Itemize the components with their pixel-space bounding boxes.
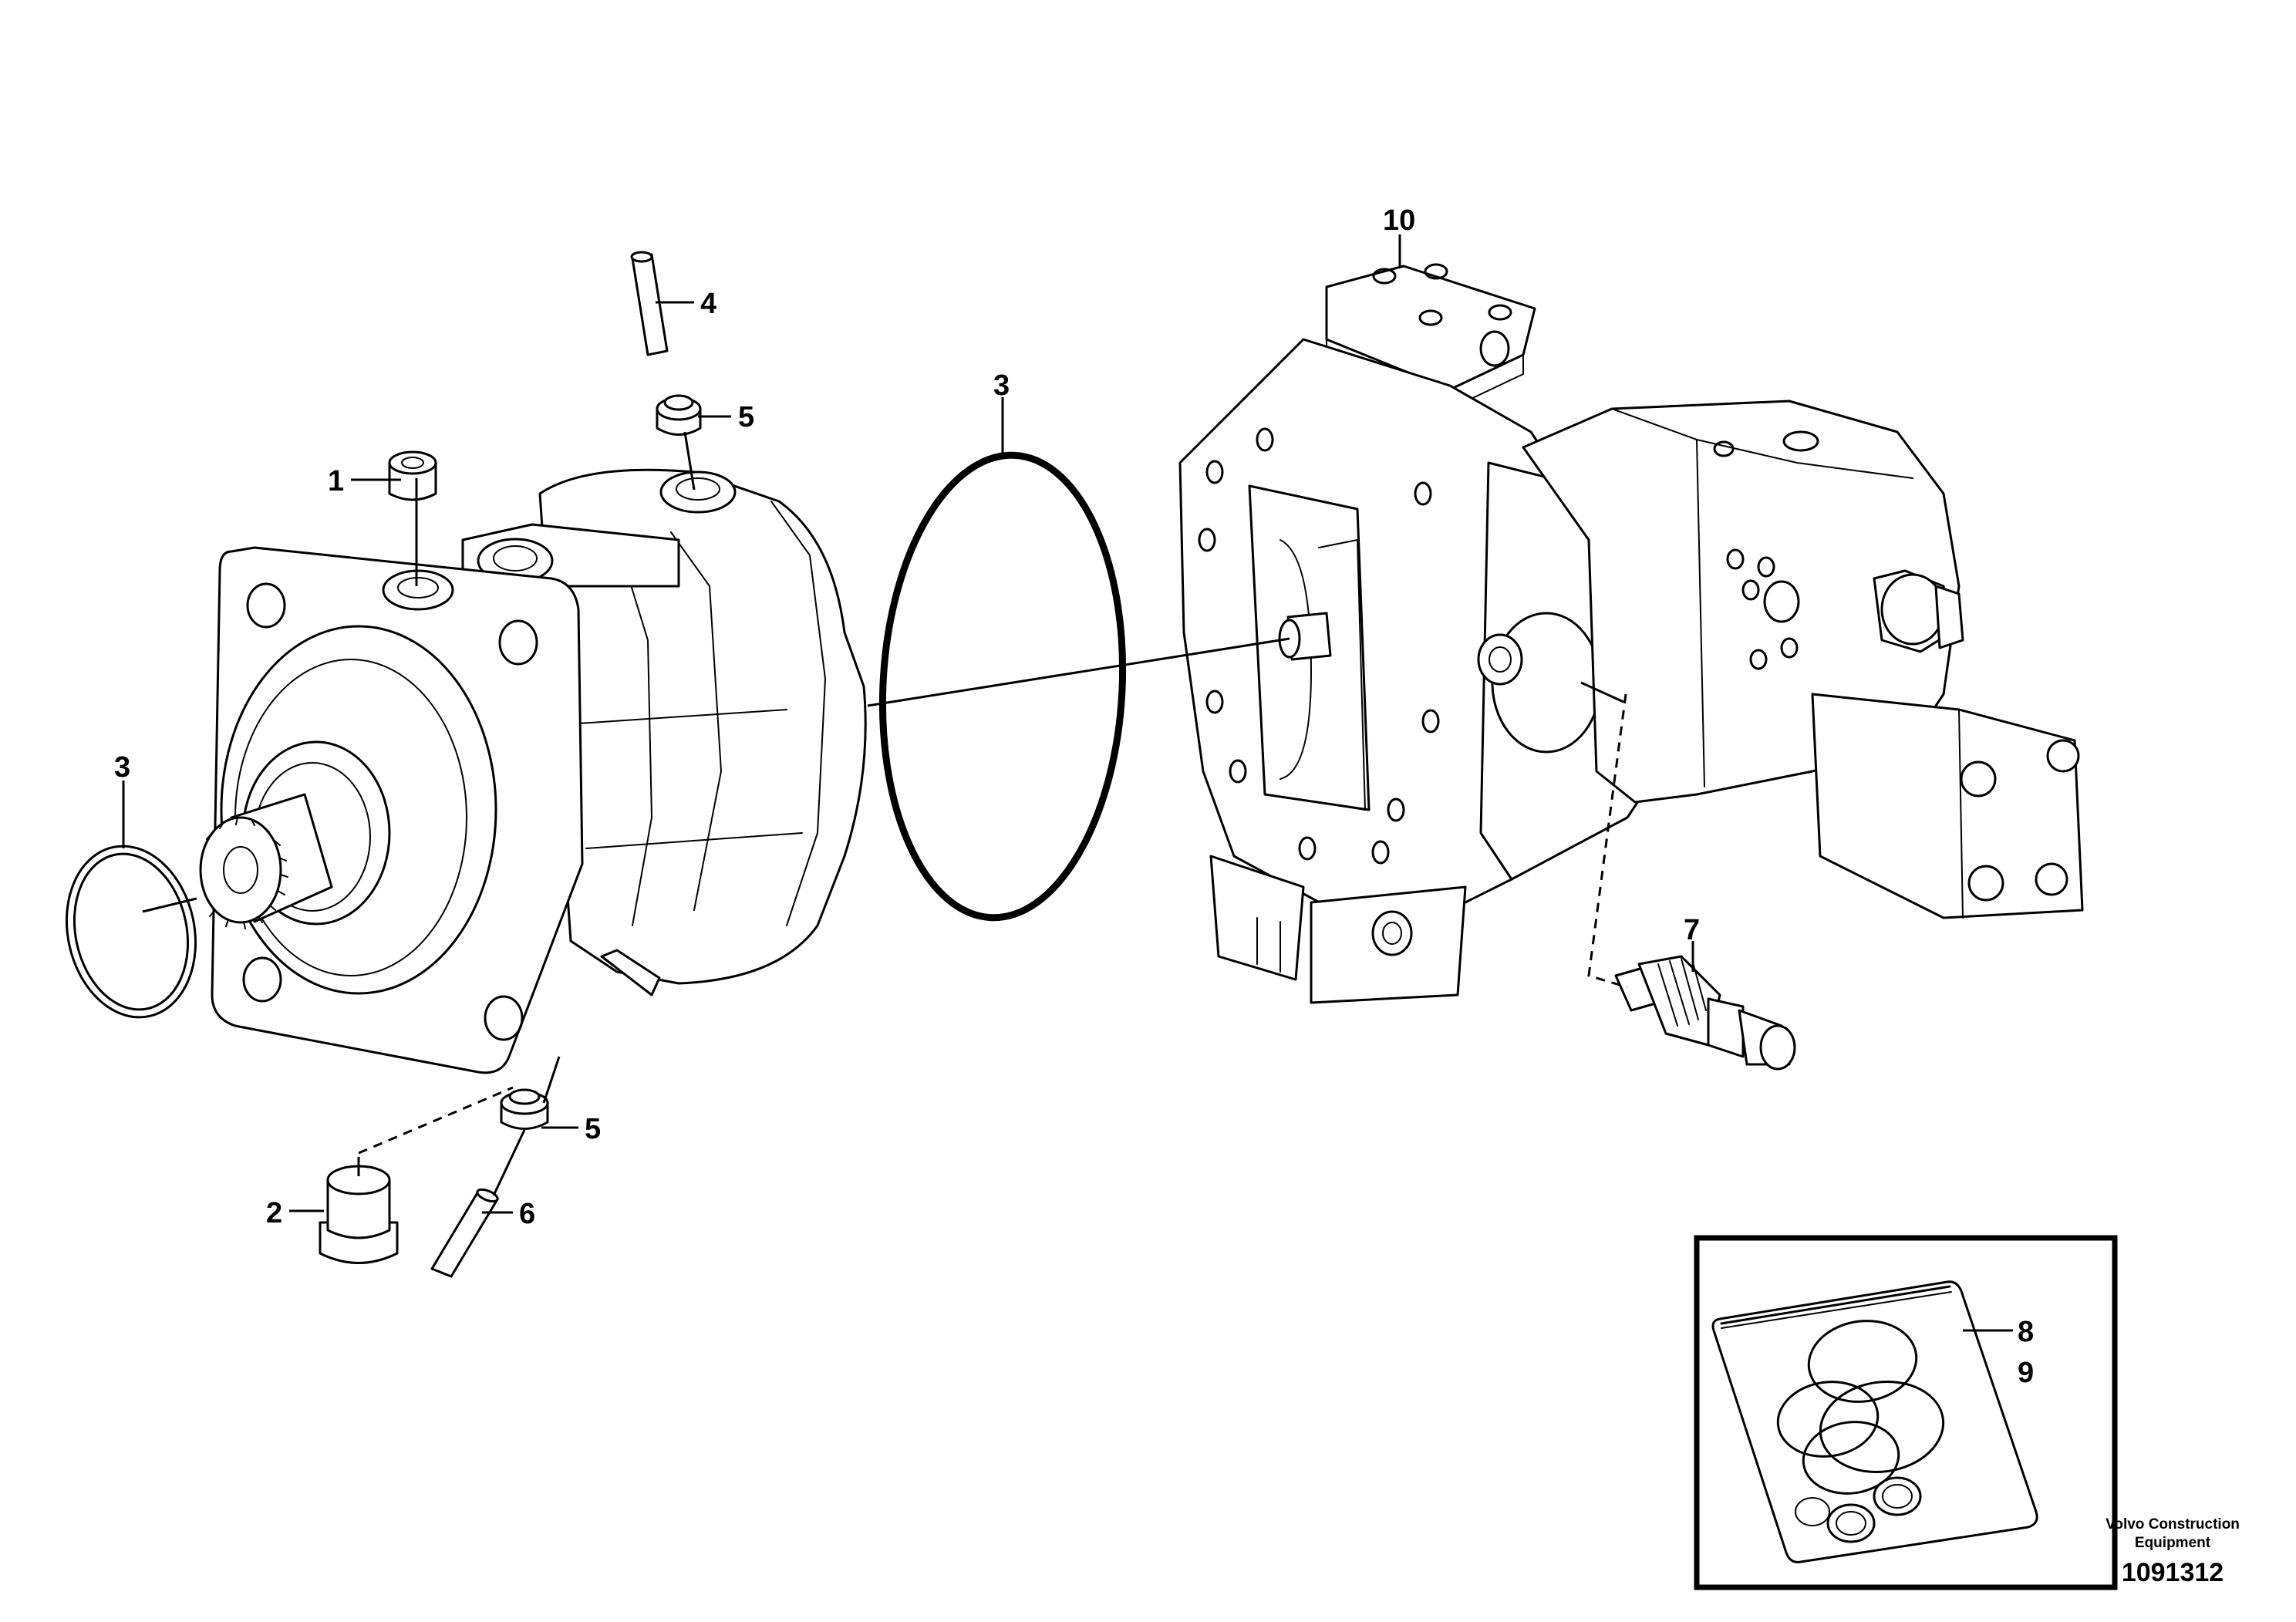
plug-part-1 [388,450,437,501]
seal-kit-inset [1694,1235,2118,1590]
callout-3-center: 3 [993,369,1010,402]
pin-part-4 [630,251,669,356]
callout-5-bottom: 5 [585,1113,601,1145]
image-number: 1091312 [2122,1558,2224,1587]
port-plate-housing [1178,263,1660,1004]
callout-9: 9 [2018,1357,2034,1389]
pin-part-6 [430,1188,499,1278]
callout-labels: 1 2 3 3 4 5 5 6 7 8 9 10 [114,204,2034,1389]
nut-part-5-bottom [500,1088,549,1130]
shaft-o-ring [65,845,197,1019]
callout-1: 1 [328,465,344,497]
regulator-block [1522,400,2084,919]
pressure-sensor-part-7 [1614,955,1796,1071]
image-footer: Volvo Construction Equipment 1091312 [2106,1516,2240,1587]
callout-4: 4 [700,288,716,320]
plug-part-2 [319,1165,399,1264]
maker-name-line1: Volvo Construction [2106,1516,2240,1533]
nut-part-5-top [656,394,702,436]
callout-8: 8 [2018,1316,2034,1348]
callout-6: 6 [519,1198,535,1230]
callout-10: 10 [1383,204,1415,237]
large-o-ring [878,451,1127,922]
hydraulic-motor [199,468,867,1074]
callout-2: 2 [266,1197,282,1229]
callout-5-top: 5 [738,401,754,433]
maker-name-line2: Equipment [2135,1535,2211,1551]
callout-3-left: 3 [114,751,130,784]
callout-7: 7 [1684,914,1700,946]
leader-lines [122,234,2013,1332]
